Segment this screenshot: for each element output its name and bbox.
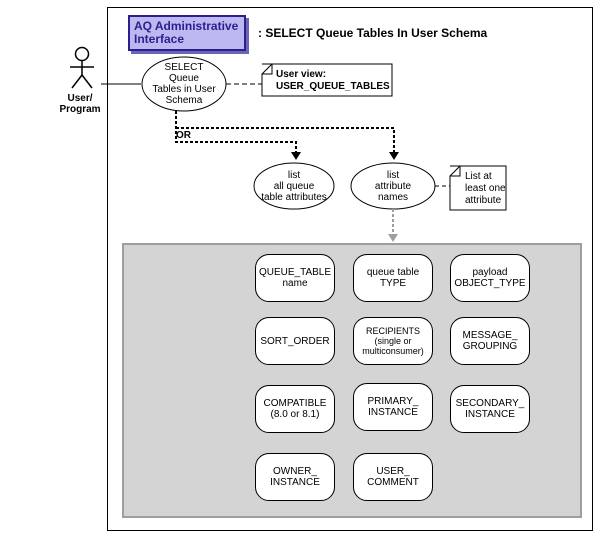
attr-owner-instance: OWNER_ INSTANCE bbox=[255, 453, 335, 501]
stick-figure-icon bbox=[70, 46, 94, 89]
main-operation-label: SELECT Queue Tables in User Schema bbox=[152, 62, 216, 106]
list-note-shape bbox=[449, 165, 507, 211]
attr-payload-object-type: payload OBJECT_TYPE bbox=[450, 254, 530, 302]
page-title: : SELECT Queue Tables In User Schema bbox=[258, 26, 488, 40]
attr-compatible: COMPATIBLE (8.0 or 8.1) bbox=[255, 385, 335, 433]
arrowhead-list-names bbox=[389, 152, 399, 160]
attr-queue-table-name: QUEUE_TABLE name bbox=[255, 254, 335, 302]
or-label: OR bbox=[176, 130, 191, 141]
diagram-frame bbox=[107, 7, 593, 531]
option-list-all-label: list all queue table attributes bbox=[261, 169, 327, 203]
user-view-line1: User view: bbox=[276, 69, 327, 80]
aq-interface-box: AQ Administrative Interface bbox=[128, 15, 246, 51]
option-list-names-label: list attribute names bbox=[374, 169, 412, 203]
arrowhead-list-all bbox=[291, 152, 301, 160]
attr-secondary-instance: SECONDARY_ INSTANCE bbox=[450, 385, 530, 433]
user-view-line2: USER_QUEUE_TABLES bbox=[276, 81, 390, 92]
user-view-note-shape bbox=[261, 63, 393, 97]
aq-title: AQ Administrative Interface bbox=[134, 19, 239, 46]
list-all-ellipse bbox=[253, 162, 335, 210]
attr-recipients: RECIPIENTS (single or multiconsumer) bbox=[353, 317, 433, 365]
attr-primary-instance: PRIMARY_ INSTANCE bbox=[353, 383, 433, 431]
attr-message-grouping: MESSAGE_ GROUPING bbox=[450, 317, 530, 365]
list-note-text: List at least one attribute bbox=[465, 171, 506, 206]
or-branch-path bbox=[175, 111, 297, 152]
actor-label: User/ Program bbox=[59, 93, 101, 115]
attr-queue-table-type: queue table TYPE bbox=[353, 254, 433, 302]
attr-user-comment: USER_ COMMENT bbox=[353, 453, 433, 501]
attr-sort-order: SORT_ORDER bbox=[255, 317, 335, 365]
